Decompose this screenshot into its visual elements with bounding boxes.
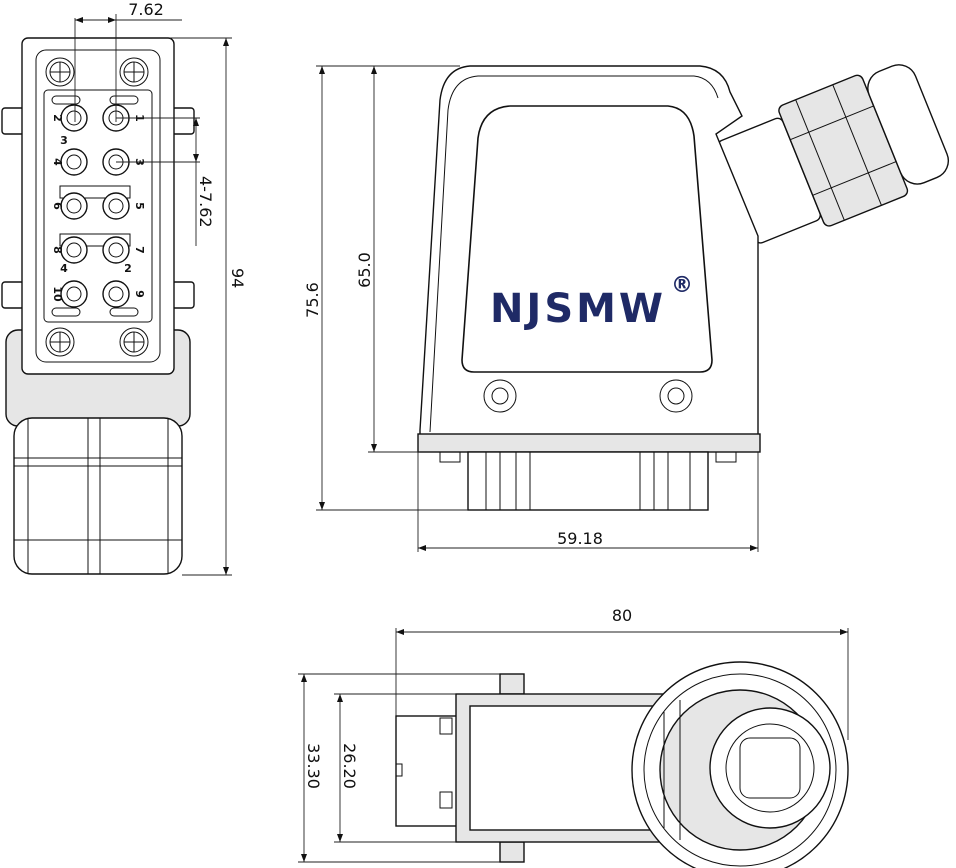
pin-contact bbox=[102, 280, 130, 308]
top-length-label: 80 bbox=[612, 606, 632, 625]
top-width-inner-label: 26.20 bbox=[340, 743, 359, 789]
pin-contact-core bbox=[66, 242, 82, 258]
right-upper-ear bbox=[171, 107, 195, 135]
top-housing-inner bbox=[469, 705, 661, 831]
pin-contact bbox=[60, 280, 88, 308]
brand-logo: NJSMW bbox=[490, 286, 666, 332]
pin-pitch-vertical-label: 4-7.62 bbox=[196, 176, 215, 228]
front-dimensions: 7.62 4-7.62 94 bbox=[74, 0, 247, 576]
pin-pitch-label: 7.62 bbox=[128, 0, 164, 19]
top-view bbox=[395, 661, 849, 868]
pin-contact-core bbox=[66, 154, 82, 170]
pin-contact bbox=[60, 236, 88, 264]
pin-contact-core bbox=[108, 198, 124, 214]
ground-mark-label: 3 bbox=[60, 134, 68, 147]
right-lower-ear bbox=[171, 281, 195, 309]
pin-contact-core bbox=[108, 242, 124, 258]
side-gland-cap bbox=[867, 64, 950, 185]
side-height-body-label: 65.0 bbox=[355, 252, 374, 288]
side-height-total-label: 75.6 bbox=[303, 282, 322, 318]
front-housing bbox=[21, 37, 175, 375]
insert-face bbox=[43, 89, 153, 323]
top-width-outer-label: 33.30 bbox=[304, 743, 323, 789]
ground-mark-label: 4 bbox=[60, 262, 68, 275]
screw-icon bbox=[119, 57, 149, 87]
side-insert bbox=[467, 451, 709, 511]
top-gland-opening bbox=[709, 707, 831, 829]
side-view: NJSMW ® bbox=[417, 64, 950, 511]
left-upper-ear bbox=[1, 107, 25, 135]
pin-contact-core bbox=[66, 110, 82, 126]
pin-contact bbox=[102, 192, 130, 220]
screw-icon bbox=[45, 327, 75, 357]
screw-icon bbox=[45, 57, 75, 87]
top-ear-lower bbox=[499, 841, 525, 863]
pin-contact bbox=[60, 148, 88, 176]
side-base-width-label: 59.18 bbox=[557, 529, 603, 548]
ground-mark-label: 2 bbox=[124, 262, 132, 275]
side-dimensions: 75.6 65.0 59.18 bbox=[303, 65, 759, 552]
top-insert bbox=[395, 715, 459, 827]
front-gland-nut bbox=[13, 417, 183, 575]
pin-number-label: 8 bbox=[51, 246, 64, 254]
side-label-panel bbox=[461, 105, 713, 373]
front-housing-inner bbox=[35, 49, 161, 363]
pin-contact-core bbox=[66, 198, 82, 214]
top-dimensions: 80 33.30 26.20 bbox=[298, 606, 849, 863]
pin-number-label: 4 bbox=[51, 158, 64, 166]
pin-number-label: 7 bbox=[133, 246, 146, 254]
front-height-label: 94 bbox=[228, 268, 247, 288]
pin-number-label: 10 bbox=[51, 286, 64, 302]
pin-number-label: 5 bbox=[133, 202, 146, 210]
side-base-flange bbox=[417, 433, 761, 453]
screw-icon bbox=[119, 327, 149, 357]
pin-contact bbox=[60, 104, 88, 132]
side-hood bbox=[419, 65, 759, 441]
pin-number-label: 6 bbox=[51, 202, 64, 210]
pin-number-label: 9 bbox=[133, 290, 146, 298]
pin-contact-core bbox=[108, 286, 124, 302]
pin-contact bbox=[60, 192, 88, 220]
pin-contact bbox=[102, 236, 130, 264]
registered-mark: ® bbox=[671, 273, 693, 298]
top-ear-upper bbox=[499, 673, 525, 695]
pin-contact-core bbox=[66, 286, 82, 302]
left-lower-ear bbox=[1, 281, 25, 309]
pin-number-label: 2 bbox=[51, 114, 64, 122]
